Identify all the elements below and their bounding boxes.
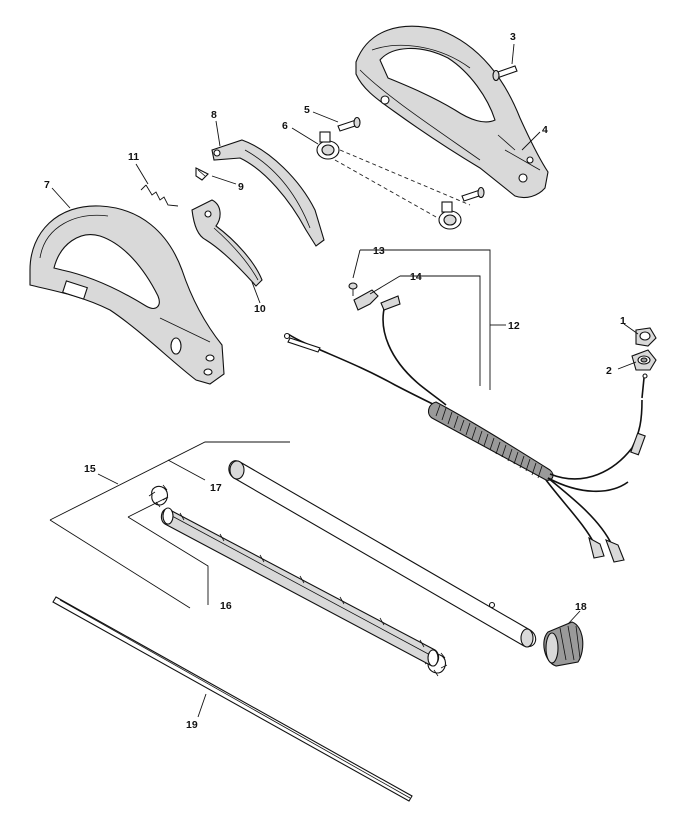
- cable-harness-12: [283, 295, 648, 563]
- callout-4: 4: [542, 124, 548, 136]
- leader-13: [352, 249, 361, 279]
- terminal-14: [353, 289, 379, 311]
- leader-10: [251, 281, 261, 304]
- bracket-16-17: [127, 496, 169, 518]
- screw-13: [348, 282, 358, 296]
- bracket-16: [127, 516, 209, 605]
- sleeve-18: [543, 621, 584, 667]
- leader-11: [135, 163, 149, 185]
- screw-3: [492, 65, 518, 82]
- handle-half-right: [355, 25, 549, 199]
- leader-14: [369, 275, 401, 295]
- leader-18: [567, 610, 581, 625]
- leader-19: [197, 693, 207, 718]
- callout-18: 18: [575, 601, 587, 613]
- nut-1: [635, 327, 657, 347]
- leader-7: [51, 187, 71, 209]
- screw-5: [337, 116, 361, 132]
- clamp-6-lower: [438, 201, 462, 230]
- throttle-trigger-10: [191, 199, 263, 287]
- drive-tube-15: [228, 460, 537, 648]
- leader-6: [291, 127, 319, 145]
- leader-1: [623, 323, 639, 335]
- drive-shaft-bushing-16: [160, 507, 440, 667]
- callout-1: 1: [620, 315, 626, 327]
- trigger-slide-8: [211, 139, 325, 247]
- flex-shaft-19: [52, 596, 413, 802]
- callout-9: 9: [238, 181, 244, 193]
- callout-17: 17: [210, 482, 222, 494]
- bracket-12-top: [360, 249, 491, 390]
- callout-7: 7: [44, 179, 50, 191]
- assembly-line-upper: [339, 149, 471, 206]
- leader-4: [521, 131, 541, 151]
- leader-9: [211, 175, 237, 185]
- leader-15: [97, 473, 119, 485]
- assembly-line-lower: [334, 159, 446, 223]
- callout-13: 13: [373, 245, 385, 257]
- spring-11: [140, 184, 179, 207]
- leader-8: [215, 120, 221, 147]
- callout-2: 2: [606, 365, 612, 377]
- handle-half-left: [29, 205, 225, 385]
- bracket-15-lower: [49, 519, 191, 609]
- bracket-17: [167, 459, 206, 481]
- callout-10: 10: [254, 303, 266, 315]
- screw-5-lower: [461, 186, 485, 202]
- callout-5: 5: [304, 104, 310, 116]
- callout-16: 16: [220, 600, 232, 612]
- bracket-14: [400, 275, 481, 386]
- callout-6: 6: [282, 120, 288, 132]
- leader-5: [312, 111, 339, 123]
- leader-2: [617, 361, 637, 370]
- callout-11: 11: [128, 151, 139, 163]
- callout-8: 8: [211, 109, 217, 121]
- callout-19: 19: [186, 719, 198, 731]
- callout-15: 15: [84, 463, 96, 475]
- callout-3: 3: [510, 31, 516, 43]
- clamp-6: [316, 131, 340, 160]
- nut-2: [631, 349, 657, 371]
- bracket-15: [49, 441, 290, 521]
- callout-12: 12: [508, 320, 520, 332]
- spring-clip-9: [195, 167, 209, 181]
- leader-3: [511, 43, 515, 65]
- circlip-17: [148, 484, 169, 508]
- callout-14: 14: [410, 271, 422, 283]
